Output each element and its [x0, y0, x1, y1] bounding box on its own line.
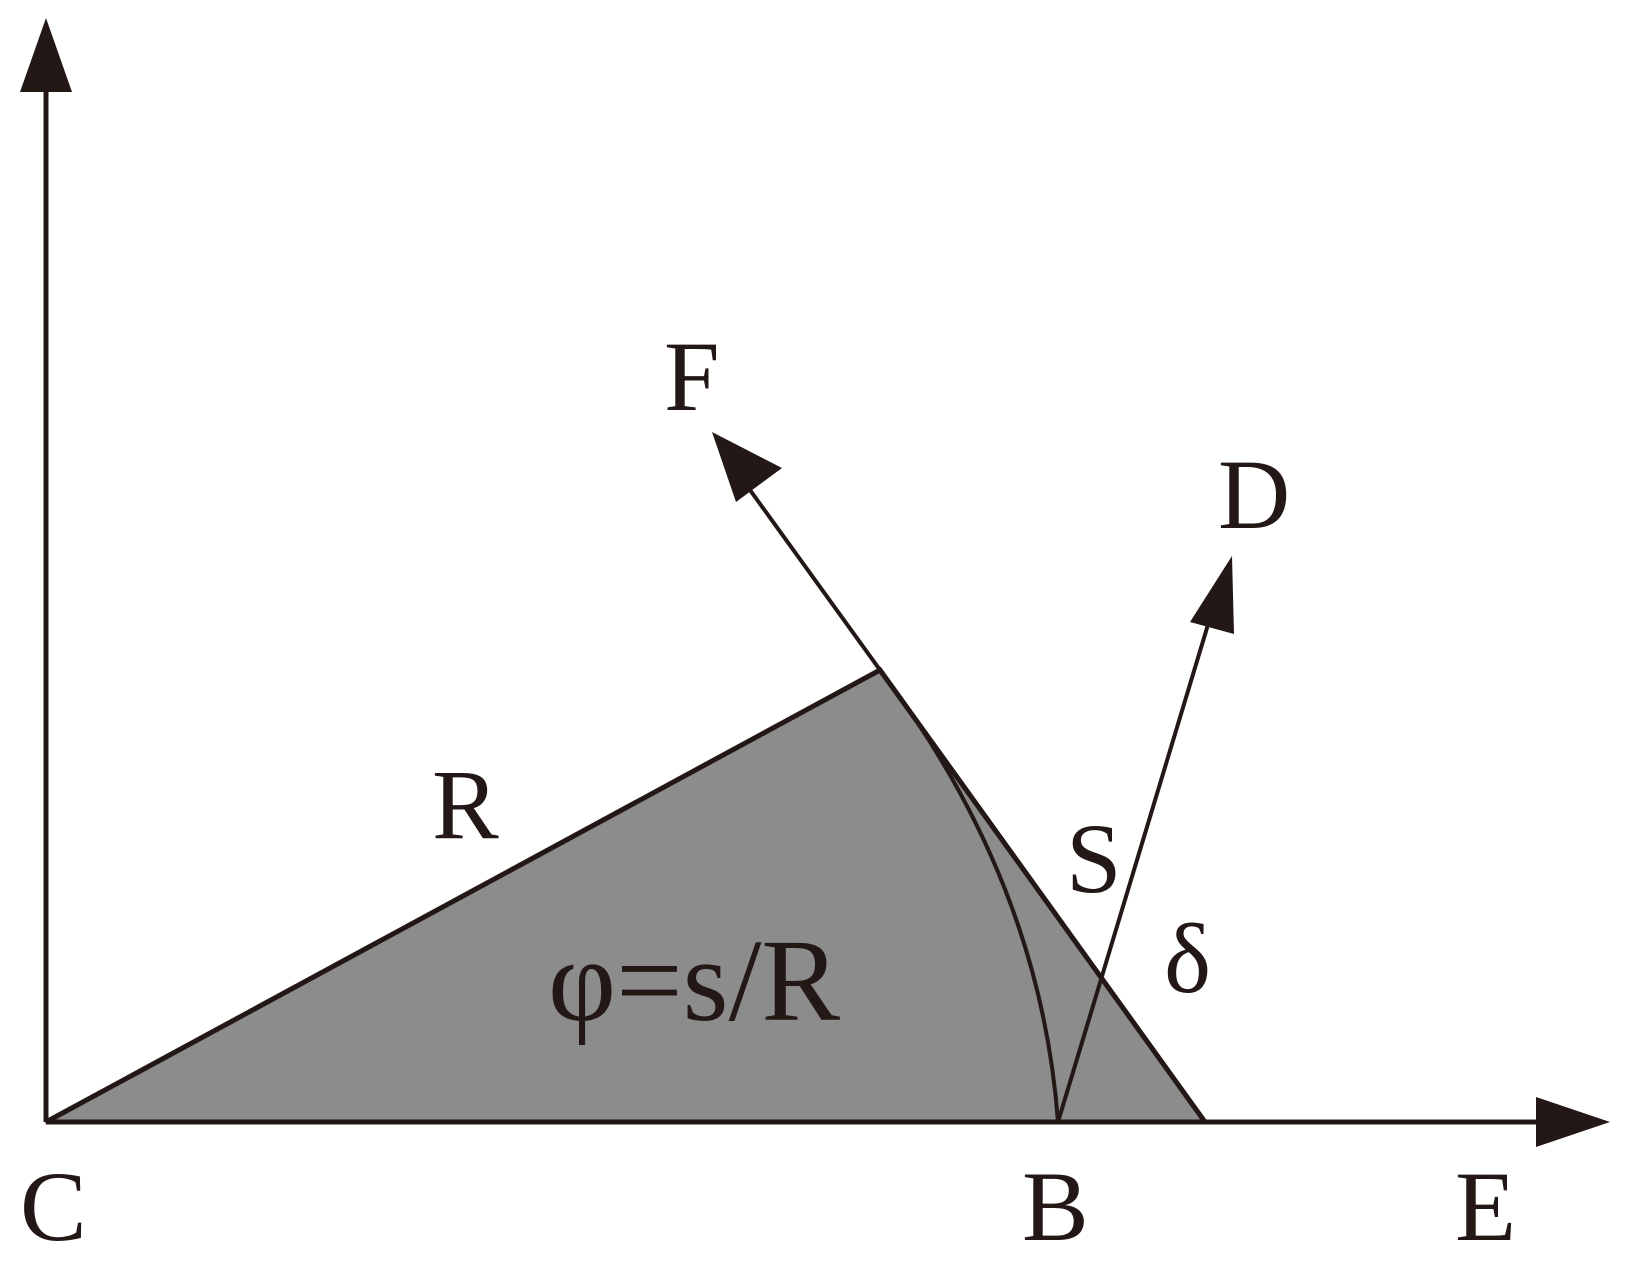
- label-e: E: [1455, 1151, 1516, 1262]
- horizontal-axis-arrowhead: [1536, 1097, 1610, 1147]
- label-c: C: [20, 1151, 87, 1262]
- arrow-d-arrowhead: [1190, 556, 1234, 634]
- label-s: S: [1066, 803, 1122, 914]
- label-delta: δ: [1164, 903, 1211, 1014]
- label-r: R: [432, 749, 499, 860]
- arc-s: [878, 668, 1060, 1123]
- arrow-f: [748, 488, 882, 672]
- arrow-f-arrowhead: [712, 432, 782, 502]
- arrow-d: [1056, 617, 1212, 1123]
- vertical-axis-arrowhead: [20, 18, 72, 92]
- label-d: D: [1218, 439, 1290, 550]
- equation-label: φ=s/R: [548, 915, 840, 1046]
- shaded-sector-region: [44, 666, 1210, 1125]
- label-b: B: [1022, 1151, 1089, 1262]
- label-f: F: [664, 321, 720, 432]
